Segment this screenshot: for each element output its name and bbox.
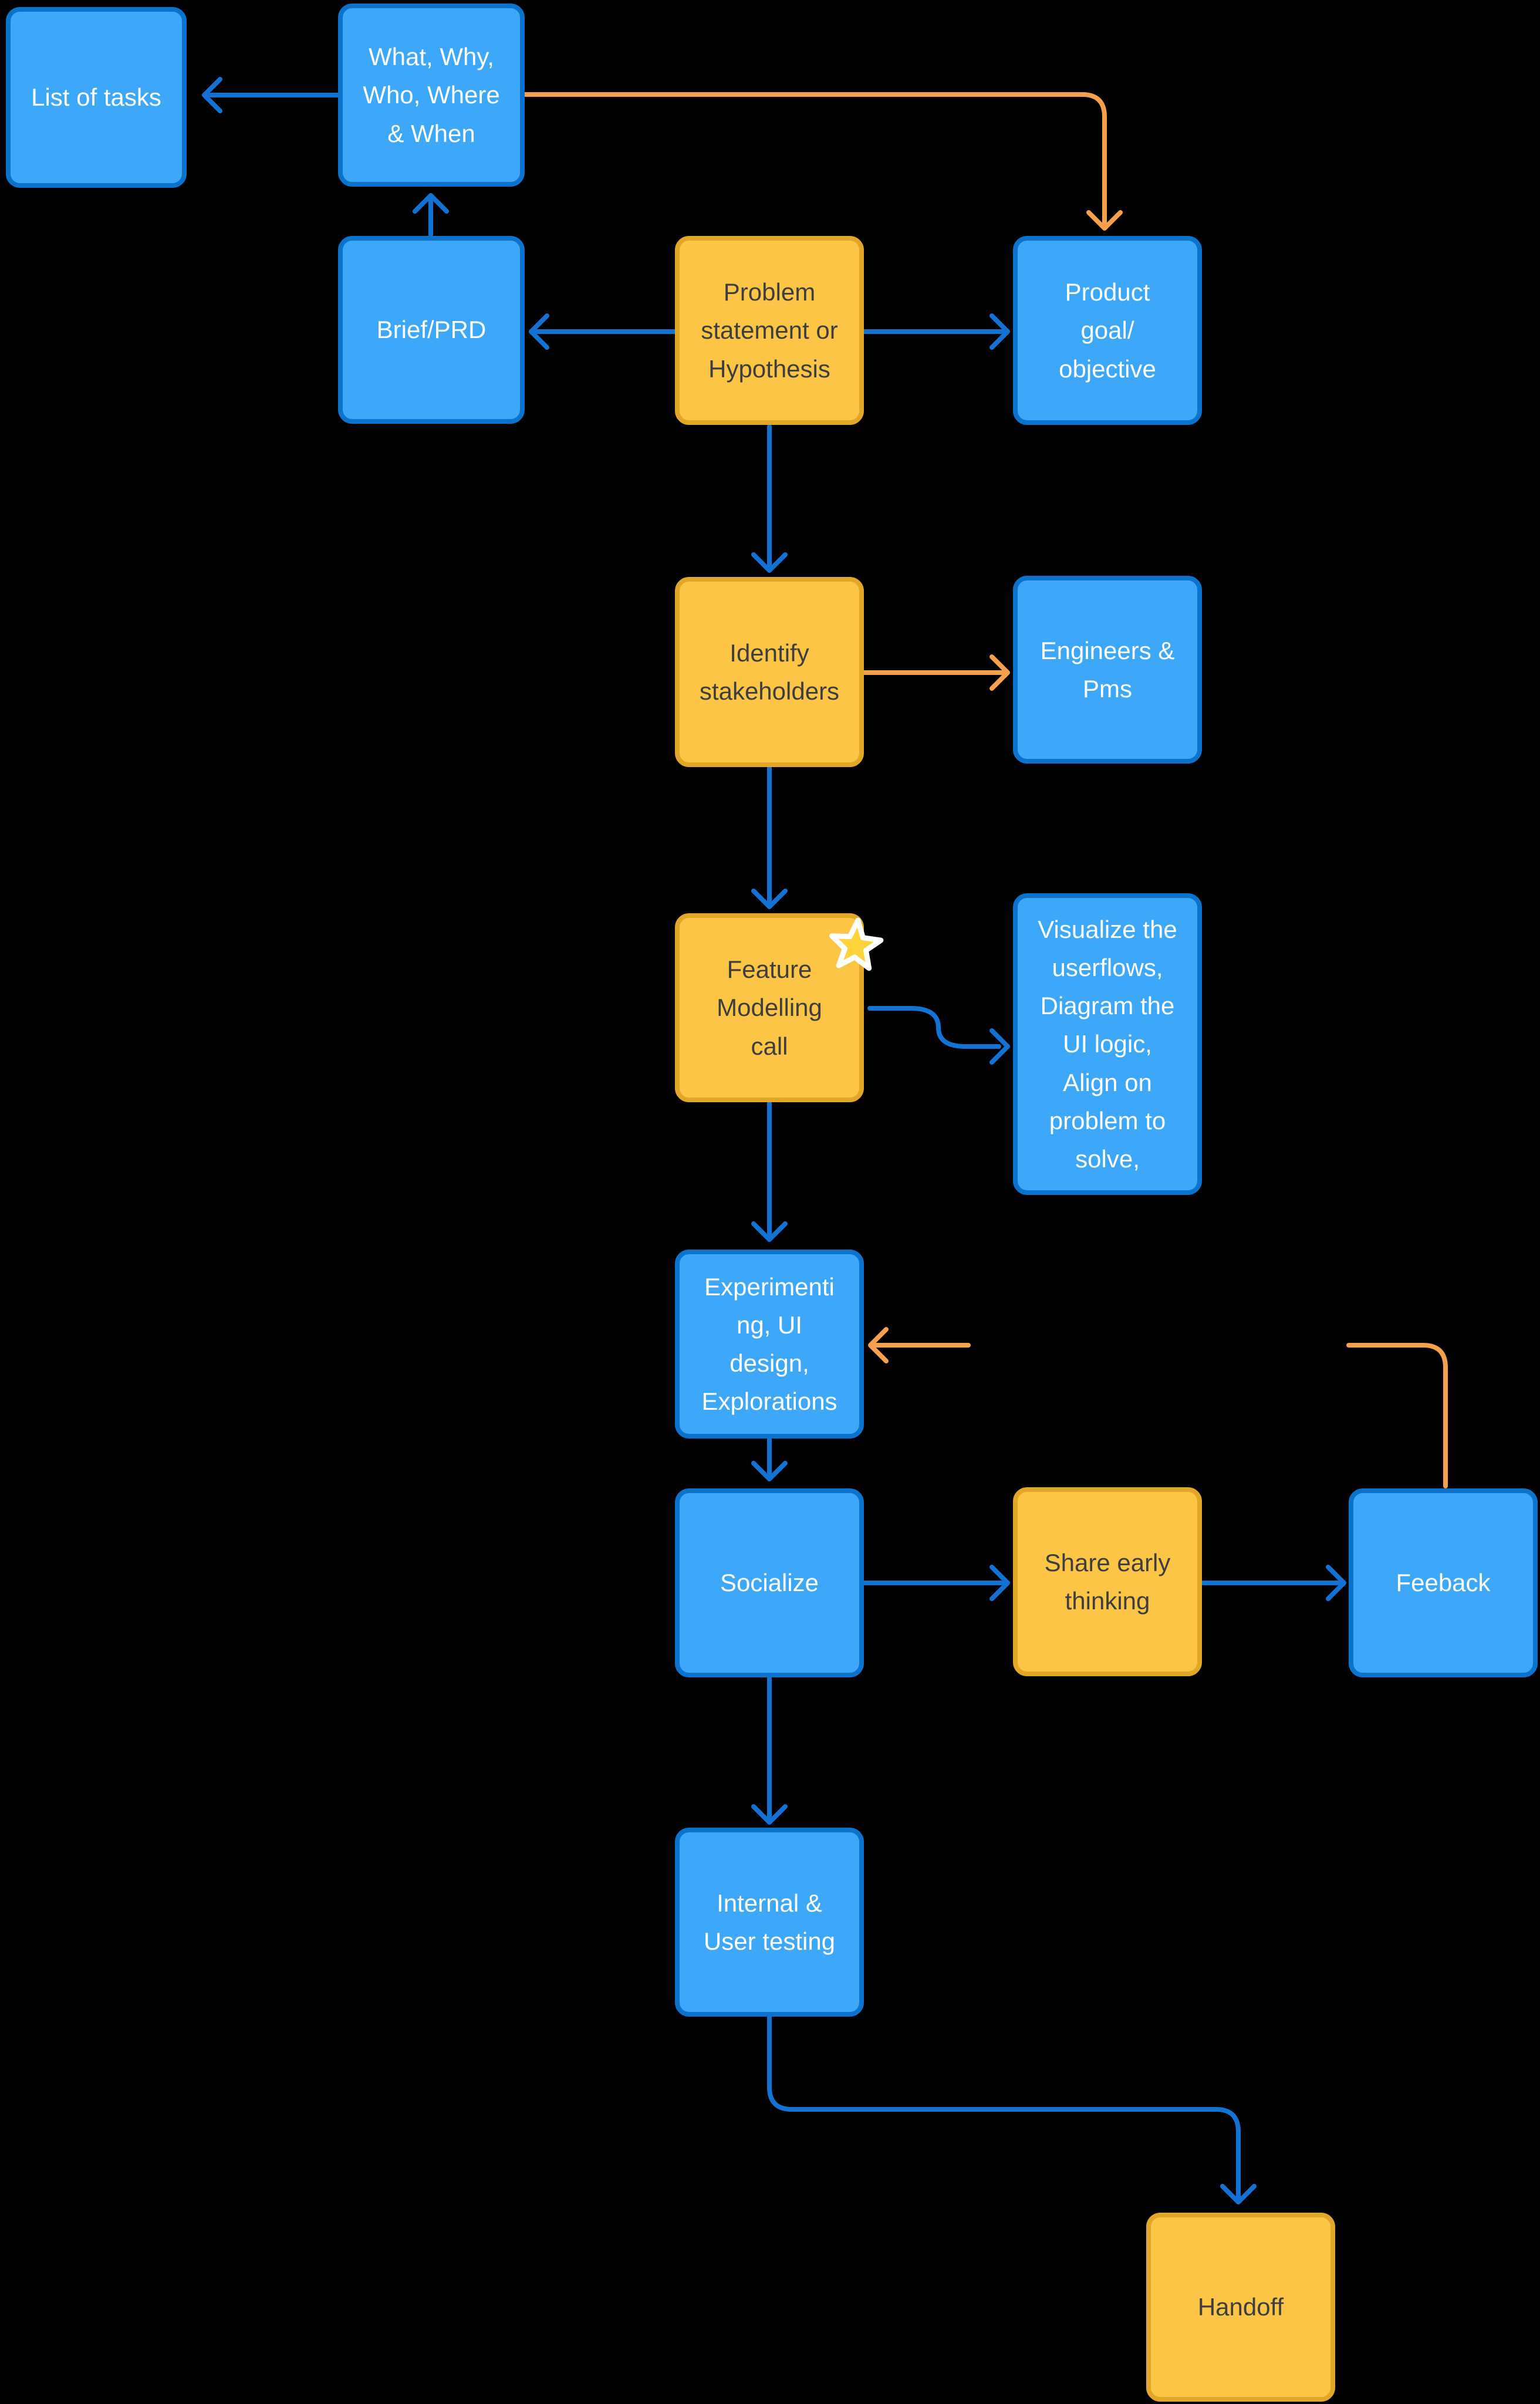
arrow-what-to-product-goal[interactable] [523,92,1123,231]
arrow-problem-to-product-goal[interactable] [862,313,1010,350]
node-internal-user-testing[interactable]: Internal & User testing [675,1828,864,2017]
node-visualize-userflows[interactable]: Visualize the userflows, Diagram the UI … [1013,893,1202,1195]
node-feeback[interactable]: Feeback [1349,1488,1538,1677]
arrow-loopback-to-experimenting[interactable] [868,1327,971,1363]
node-what-why-who-where-when[interactable]: What, Why, Who, Where & When [338,4,525,187]
arrow-feature-to-visualize[interactable] [867,1006,1010,1065]
line-loop-into-feeback[interactable] [1346,1343,1448,1488]
node-identify-stakeholders-label: Identify stakeholders [699,639,840,705]
arrow-internal-testing-to-handoff[interactable] [767,2015,1257,2204]
node-feeback-label: Feeback [1396,1569,1491,1597]
node-product-goal-label: Product goal/ objective [1059,278,1156,383]
node-engineers-pms-label: Engineers & Pms [1040,636,1175,703]
node-identify-stakeholders[interactable]: Identify stakeholders [675,577,864,767]
arrow-share-early-to-feeback[interactable] [1201,1565,1346,1601]
node-experimenting-ui-design[interactable]: Experimenting, UI design, Explorations [675,1250,864,1439]
node-brief-prd[interactable]: Brief/PRD [338,236,525,424]
node-share-early-thinking-label: Share early thinking [1044,1548,1171,1615]
arrow-socialize-to-share-early[interactable] [862,1565,1010,1601]
node-share-early-thinking[interactable]: Share early thinking [1013,1487,1202,1676]
node-product-goal[interactable]: Product goal/ objective [1013,236,1202,425]
node-feature-modelling-call-label: Feature Modelling call [717,955,822,1060]
node-experimenting-ui-design-label: Experimenting, UI design, Explorations [701,1272,837,1416]
node-problem-statement-label: Problem statement or Hypothesis [701,278,838,383]
arrow-problem-to-identify-stakeholders[interactable] [751,424,788,573]
arrow-feature-to-experimenting[interactable] [751,1101,788,1242]
node-problem-statement[interactable]: Problem statement or Hypothesis [675,236,864,425]
arrow-problem-to-brief[interactable] [529,313,677,350]
node-handoff-label: Handoff [1197,2293,1284,2321]
arrow-experimenting-to-socialize[interactable] [751,1437,788,1481]
node-handoff[interactable]: Handoff [1146,2213,1335,2402]
node-list-of-tasks[interactable]: List of tasks [6,7,187,188]
node-visualize-userflows-label: Visualize the userflows, Diagram the UI … [1038,916,1177,1173]
node-list-of-tasks-label: List of tasks [31,83,161,112]
node-engineers-pms[interactable]: Engineers & Pms [1013,576,1202,764]
node-feature-modelling-call[interactable]: Feature Modelling call [675,913,864,1102]
arrow-brief-to-what[interactable] [413,193,449,237]
node-socialize[interactable]: Socialize [675,1488,864,1677]
star-icon[interactable] [829,917,884,971]
arrow-socialize-to-internal-testing[interactable] [751,1676,788,1825]
node-internal-user-testing-label: Internal & User testing [703,1889,836,1955]
arrow-identify-to-engineers[interactable] [862,654,1010,691]
node-brief-prd-label: Brief/PRD [376,316,487,344]
node-what-why-who-where-when-label: What, Why, Who, Where & When [363,43,500,147]
node-socialize-label: Socialize [720,1569,819,1597]
arrow-what-to-list-of-tasks[interactable] [202,77,342,113]
arrow-identify-to-feature-modelling[interactable] [751,765,788,909]
